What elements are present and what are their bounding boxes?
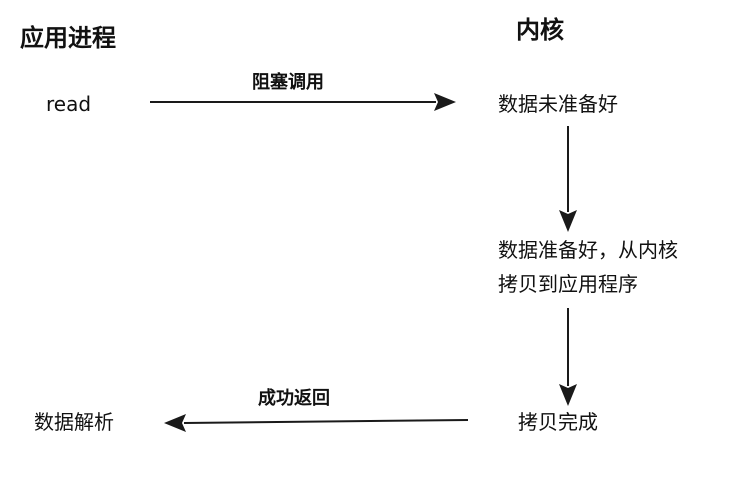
blocking-call-label: 阻塞调用 [252, 72, 324, 93]
success-return-arrow-shaft [183, 419, 469, 424]
kernel-header: 内核 [516, 16, 564, 44]
blocking-call-arrowhead [434, 93, 456, 111]
data-parse-label: 数据解析 [34, 410, 114, 434]
copy-done-label: 拷贝完成 [518, 410, 598, 434]
read-label: read [46, 92, 92, 116]
app-process-header: 应用进程 [20, 24, 116, 52]
data-ready-line2-label: 拷贝到应用程序 [498, 272, 638, 296]
success-return-arrowhead [164, 414, 186, 432]
success-return-label: 成功返回 [258, 388, 330, 409]
not-ready-to-ready-arrowhead [559, 210, 577, 232]
ready-to-copy-done-arrowhead [559, 384, 577, 406]
data-not-ready-label: 数据未准备好 [498, 92, 618, 116]
data-ready-line1-label: 数据准备好，从内核 [498, 238, 678, 262]
